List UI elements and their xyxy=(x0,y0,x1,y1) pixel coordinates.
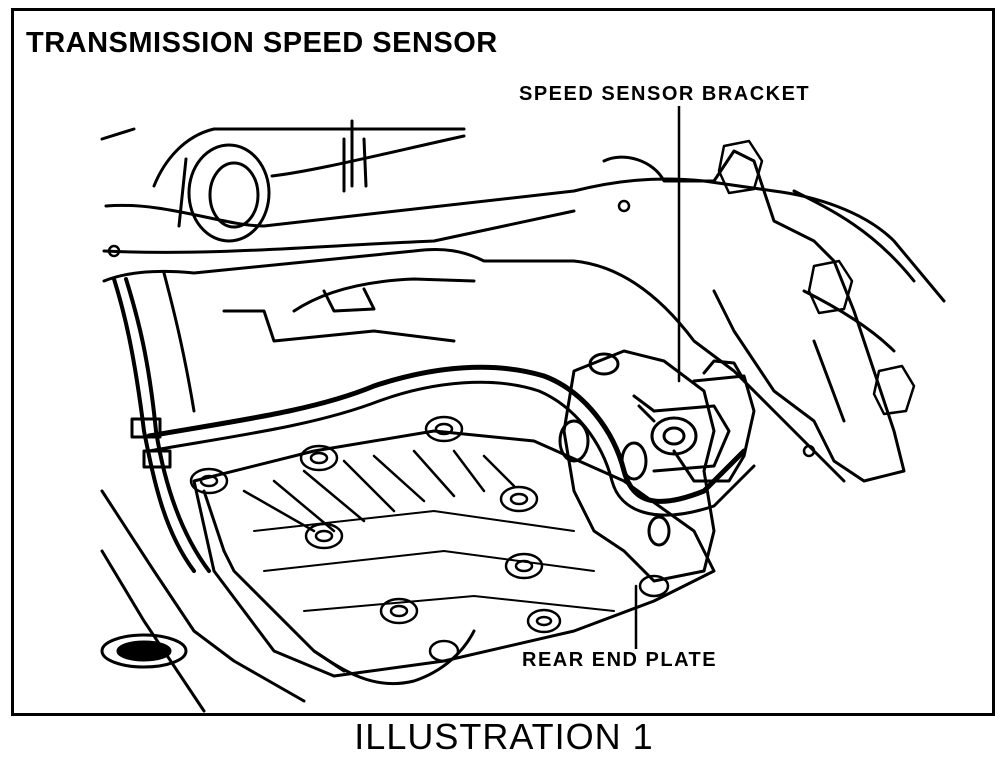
rear-end-plate-label: REAR END PLATE xyxy=(520,649,720,672)
connector-plug xyxy=(187,143,271,243)
transmission-case xyxy=(102,247,846,483)
speed-sensor-bracket-label: SPEED SENSOR BRACKET xyxy=(517,83,813,106)
right-housing xyxy=(602,149,906,483)
speed-sensor xyxy=(632,359,756,483)
illustration-caption: ILLUSTRATION 1 xyxy=(354,716,654,757)
transmission-drawing xyxy=(100,99,946,713)
sensor-wire xyxy=(112,277,211,573)
rear-end-plate xyxy=(562,349,716,583)
upper-housing xyxy=(100,127,946,303)
illustration-frame: TRANSMISSION SPEED SENSOR SPEED SENSOR B… xyxy=(11,8,995,716)
pan-bolts xyxy=(189,415,670,663)
diagram-title: TRANSMISSION SPEED SENSOR xyxy=(26,27,498,59)
housing-bolts xyxy=(107,139,916,458)
